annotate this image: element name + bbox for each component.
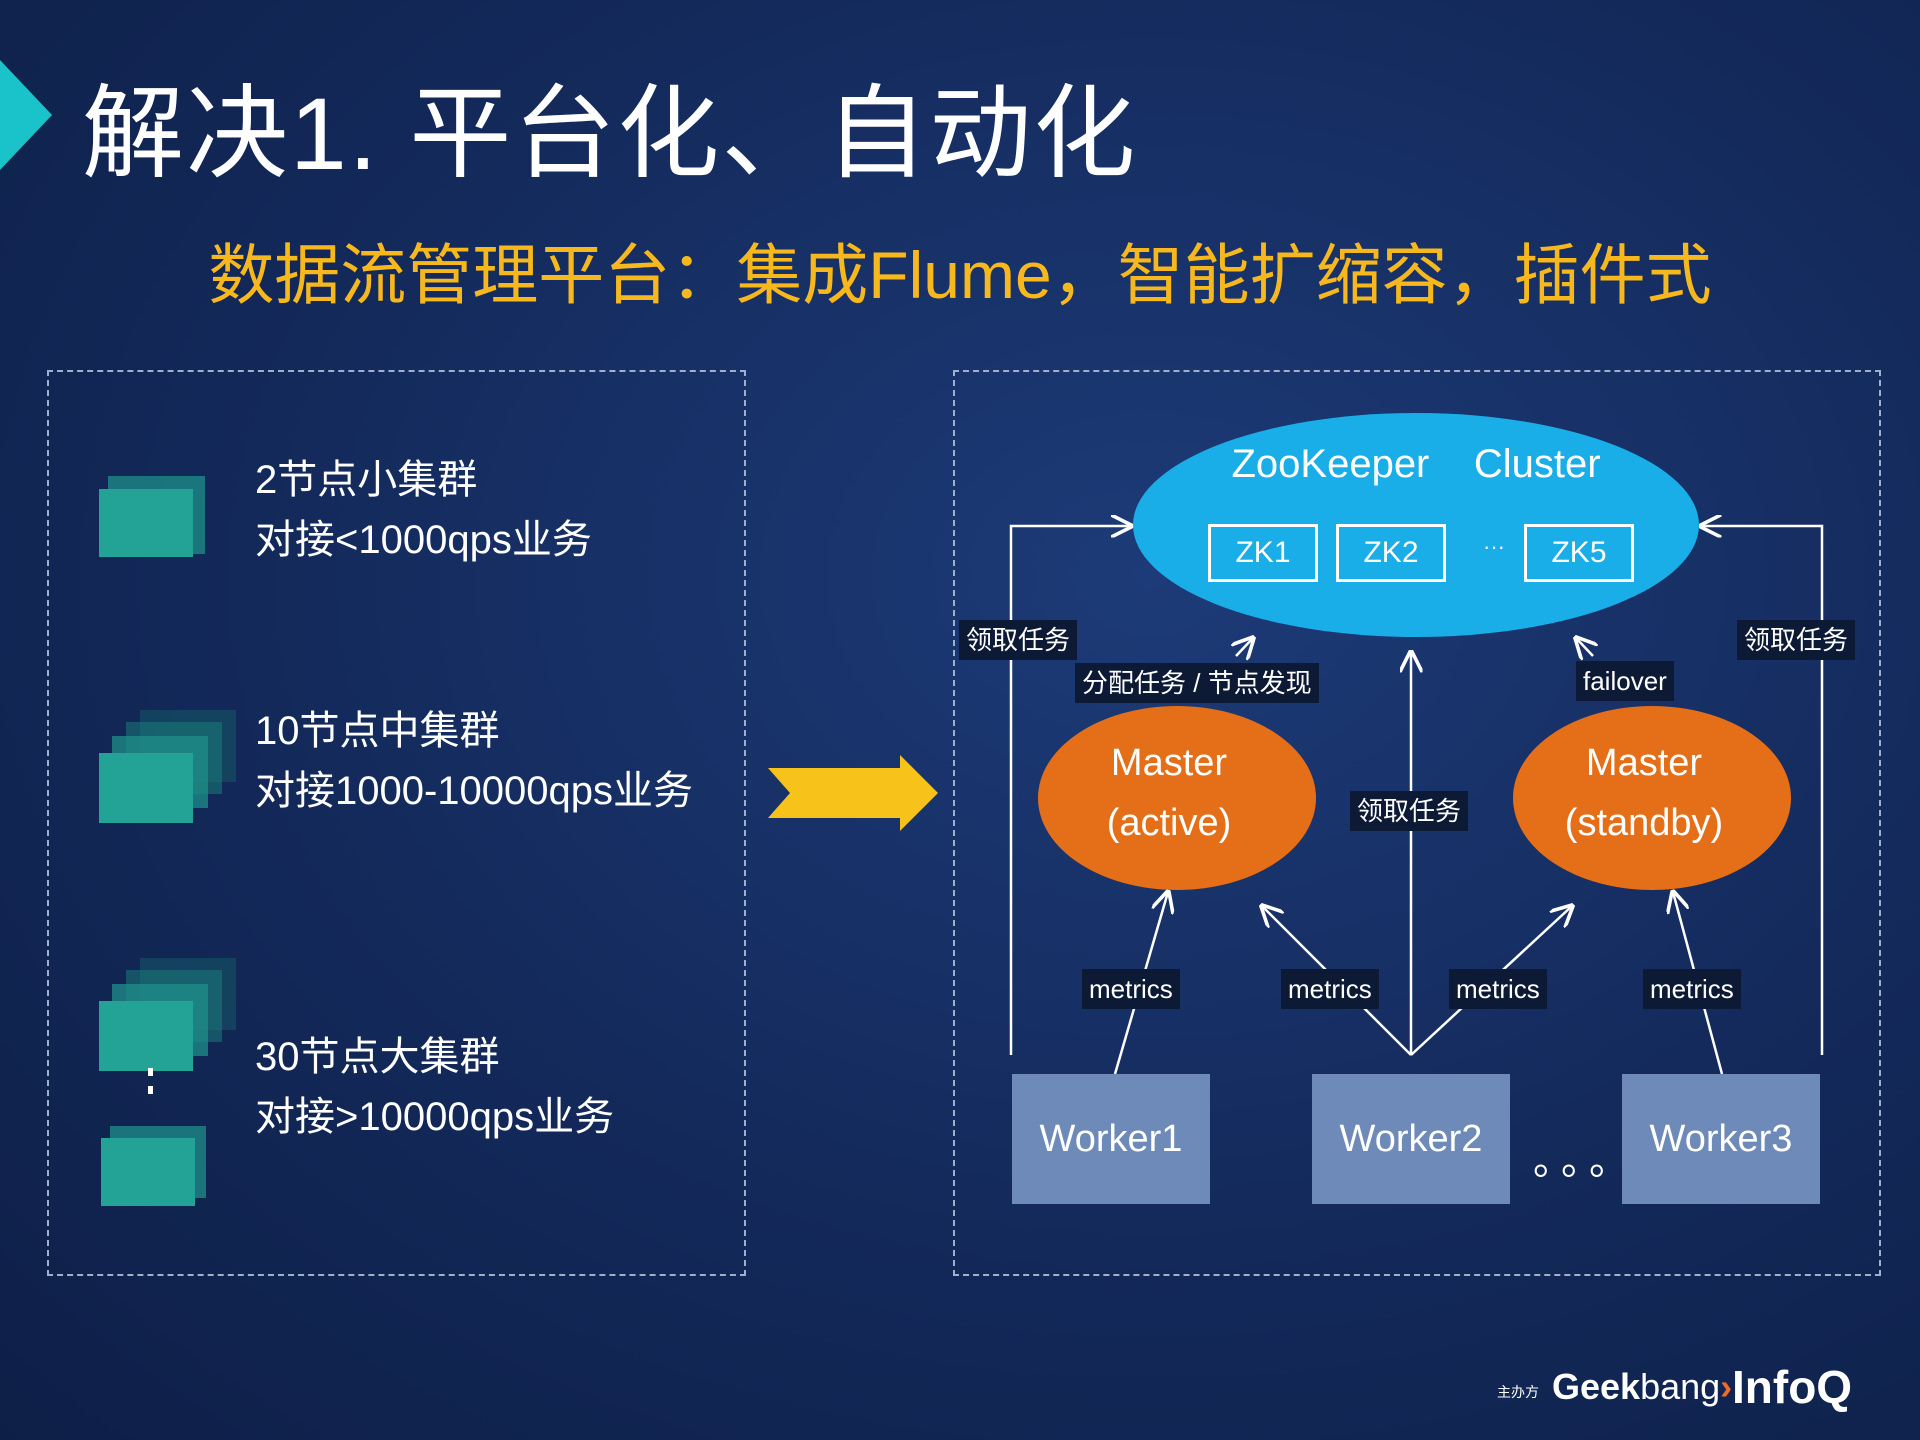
master-active-label: Master (active) [1030,733,1308,853]
tier-small: 2节点小集群 对接<1000qps业务 [255,450,592,570]
geekbang-arrow-icon: › [1720,1366,1733,1407]
master-standby-state: (standby) [1564,802,1724,844]
host-label: 主办方 [1497,1384,1539,1400]
label-fetch-left: 领取任务 [959,620,1078,660]
tier-medium: 10节点中集群 对接1000-10000qps业务 [255,701,693,821]
label-metrics-3: metrics [1449,969,1547,1009]
large-cluster-icon [99,1001,193,1071]
master-standby [1513,706,1791,890]
label-metrics-1: metrics [1082,969,1180,1009]
master-active-name: Master [1110,742,1228,784]
zookeeper-title: ZooKeeper Cluster [1231,442,1601,486]
label-fetch-right: 领取任务 [1737,620,1856,660]
tier-small-name: 2节点小集群 [255,458,478,502]
medium-cluster-icon [99,753,193,823]
label-failover: failover [1576,661,1674,701]
zk-ellipsis: ··· [1483,534,1505,559]
title-accent-arrow [0,60,52,170]
zk-node-2: ZK2 [1336,524,1446,582]
cluster-tiers-panel [47,370,746,1276]
infoq-logo: InfoQ [1732,1361,1853,1413]
large-cluster-bottom [101,1138,195,1206]
tier-large-name: 30节点大集群 [255,1035,500,1079]
master-standby-label: Master (standby) [1505,733,1783,853]
worker-3: Worker3 [1622,1074,1820,1204]
architecture-panel [953,370,1881,1276]
master-standby-name: Master [1585,742,1703,784]
label-fetch-center: 领取任务 [1350,791,1469,831]
tier-small-desc: 对接<1000qps业务 [255,518,592,562]
tier-medium-desc: 对接1000-10000qps业务 [255,769,694,813]
zk-node-1: ZK1 [1208,524,1318,582]
slide-subtitle: 数据流管理平台：集成Flume，智能扩缩容，插件式 [208,238,1712,312]
tier-large: 30节点大集群 对接>10000qps业务 [255,1027,614,1147]
geekbang-logo: Geekbang› [1552,1366,1732,1408]
geekbang-logo-bold: Geek [1552,1366,1641,1407]
label-metrics-4: metrics [1643,969,1741,1009]
master-active-state: (active) [1106,802,1232,844]
tier-medium-name: 10节点中集群 [255,709,500,753]
geekbang-logo-thin: bang [1640,1366,1721,1407]
worker-ellipsis: 。。。 [1533,1139,1637,1183]
master-active [1038,706,1316,890]
small-cluster-icon [99,489,193,557]
zk-node-5: ZK5 [1524,524,1634,582]
worker-1: Worker1 [1012,1074,1210,1204]
slide-title: 解决1. 平台化、自动化 [82,77,1138,191]
label-assign: 分配任务 / 节点发现 [1075,663,1319,703]
worker-2: Worker2 [1312,1074,1510,1204]
vertical-ellipsis-icon [148,1068,154,1104]
label-metrics-2: metrics [1281,969,1379,1009]
tier-large-desc: 对接>10000qps业务 [255,1095,615,1139]
